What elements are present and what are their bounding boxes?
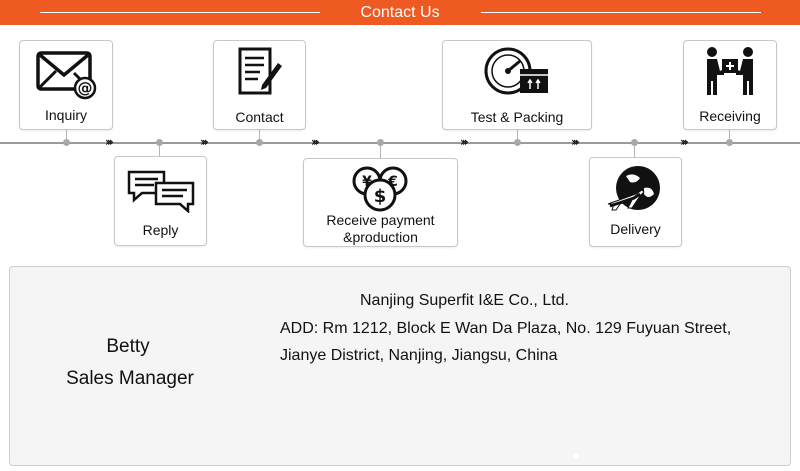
timeline-dot [726, 139, 733, 146]
timeline-dot [256, 139, 263, 146]
company-address-line2: Jianye District, Nanjing, Jiangsu, China [280, 347, 558, 364]
step-label-reply: Reply [142, 222, 179, 238]
globe-plane-icon [590, 164, 681, 216]
step-card-inquiry: @ Inquiry [19, 40, 113, 130]
step-label-inquiry: Inquiry [44, 107, 88, 123]
gauge-box-icon [443, 45, 591, 99]
step-card-test-packing: Test & Packing [442, 40, 592, 130]
step-card-contact: Contact [213, 40, 306, 130]
arrow-chevrons: ››› [200, 135, 209, 149]
connector [380, 144, 381, 158]
process-timeline [0, 142, 800, 144]
page-title: Contact Us [360, 4, 440, 21]
header-banner: Contact Us [0, 0, 800, 25]
step-label-receiving: Receiving [699, 108, 761, 124]
document-pen-icon [214, 45, 305, 99]
connector [517, 128, 518, 142]
connector [259, 128, 260, 142]
svg-text:¥: ¥ [362, 174, 372, 190]
arrow-chevrons: ››› [105, 135, 114, 149]
step-card-receiving: Receiving [683, 40, 777, 130]
banner-divider-right [481, 12, 761, 13]
arrow-chevrons: ››› [311, 135, 320, 149]
people-handover-icon [684, 45, 776, 99]
timeline-dot [514, 139, 521, 146]
timeline-dot [631, 139, 638, 146]
step-label-contact: Contact [235, 109, 284, 125]
timeline-dot [156, 139, 163, 146]
connector [66, 128, 67, 142]
arrow-chevrons: ››› [460, 135, 469, 149]
contact-info-panel [9, 266, 791, 466]
envelope-at-icon: @ [20, 49, 112, 101]
step-label-delivery: Delivery [610, 221, 661, 237]
contact-job-title: Sales Manager [66, 368, 194, 389]
contact-name: Betty [106, 336, 150, 357]
connector [634, 144, 635, 158]
footer-dot [573, 453, 579, 459]
banner-divider-left [40, 12, 320, 13]
arrow-chevrons: ››› [680, 135, 689, 149]
timeline-dot [63, 139, 70, 146]
connector [729, 128, 730, 142]
svg-text:$: $ [373, 186, 386, 207]
svg-text:@: @ [78, 79, 93, 97]
company-name: Nanjing Superfit I&E Co., Ltd. [360, 292, 569, 309]
coins-currency-icon: ¥ € $ [304, 165, 457, 213]
step-card-receive-payment: ¥ € $ Receive payment &production [303, 158, 458, 247]
arrow-chevrons: ››› [571, 135, 580, 149]
svg-text:€: € [387, 174, 398, 190]
company-address-line1: ADD: Rm 1212, Block E Wan Da Plaza, No. … [280, 320, 732, 337]
step-label-test-packing: Test & Packing [470, 109, 564, 125]
connector [159, 144, 160, 156]
step-label-receive-payment: Receive payment [326, 212, 435, 228]
step-card-delivery: Delivery [589, 157, 682, 247]
timeline-dot [377, 139, 384, 146]
step-label-production: &production [343, 229, 418, 245]
chat-bubbles-icon [115, 169, 206, 213]
step-card-reply: Reply [114, 156, 207, 246]
